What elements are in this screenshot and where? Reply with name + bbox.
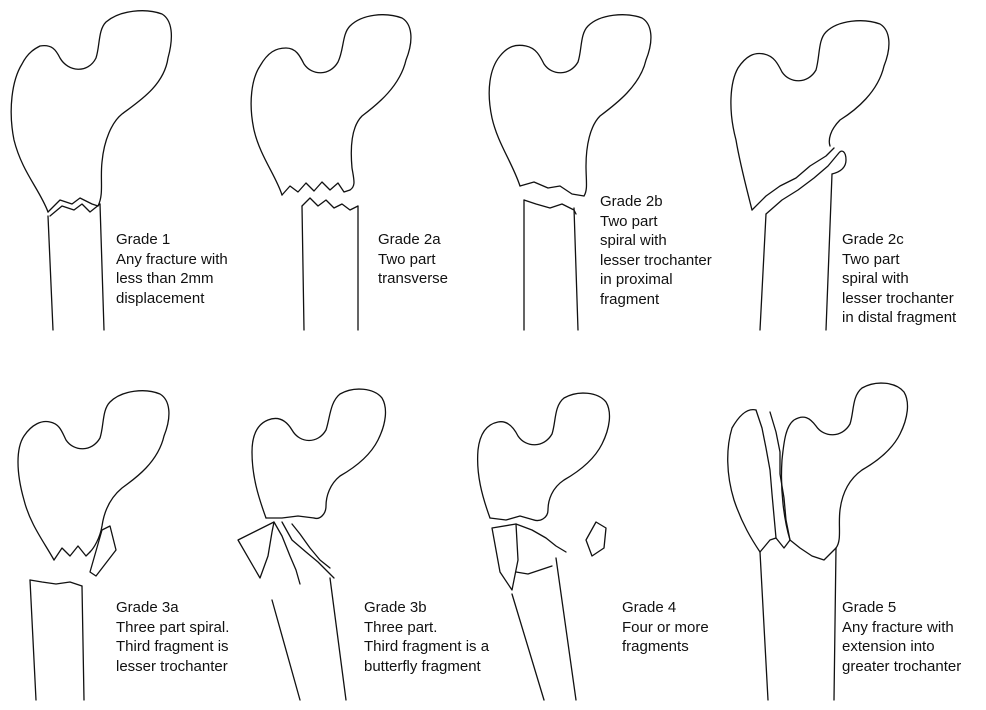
caption-grade-3b: Grade 3b Three part. Third fragment is a… — [364, 598, 489, 676]
femur-grade-4 — [478, 393, 610, 700]
caption-grade-2a-line: Two part — [378, 250, 448, 270]
caption-grade-3a-line: lesser trochanter — [116, 657, 229, 677]
caption-grade-2c: Grade 2c Two part spiral with lesser tro… — [842, 230, 956, 328]
caption-grade-3a-line: Third fragment is — [116, 637, 229, 657]
caption-grade-4: Grade 4 Four or more fragments — [622, 598, 709, 657]
caption-grade-2b: Grade 2b Two part spiral with lesser tro… — [600, 192, 712, 309]
caption-grade-3b-line: Three part. — [364, 618, 489, 638]
caption-grade-5-line: extension into — [842, 637, 961, 657]
caption-grade-3a-title: Grade 3a — [116, 598, 229, 618]
caption-grade-2c-title: Grade 2c — [842, 230, 956, 250]
caption-grade-1: Grade 1 Any fracture with less than 2mm … — [116, 230, 228, 308]
caption-grade-2b-line: Two part — [600, 212, 712, 232]
caption-grade-2b-title: Grade 2b — [600, 192, 712, 212]
caption-grade-1-line: less than 2mm — [116, 269, 228, 289]
caption-grade-4-line: fragments — [622, 637, 709, 657]
caption-grade-3a-line: Three part spiral. — [116, 618, 229, 638]
caption-grade-4-title: Grade 4 — [622, 598, 709, 618]
caption-grade-2a: Grade 2a Two part transverse — [378, 230, 448, 289]
caption-grade-1-title: Grade 1 — [116, 230, 228, 250]
caption-grade-3b-title: Grade 3b — [364, 598, 489, 618]
caption-grade-2b-line: in proximal — [600, 270, 712, 290]
caption-grade-2a-line: transverse — [378, 269, 448, 289]
caption-grade-5: Grade 5 Any fracture with extension into… — [842, 598, 961, 676]
caption-grade-3b-line: butterfly fragment — [364, 657, 489, 677]
caption-grade-2b-line: spiral with — [600, 231, 712, 251]
caption-grade-3b-line: Third fragment is a — [364, 637, 489, 657]
caption-grade-5-line: Any fracture with — [842, 618, 961, 638]
caption-grade-1-line: displacement — [116, 289, 228, 309]
caption-grade-2c-line: in distal fragment — [842, 308, 956, 328]
caption-grade-4-line: Four or more — [622, 618, 709, 638]
caption-grade-5-line: greater trochanter — [842, 657, 961, 677]
caption-grade-2c-line: spiral with — [842, 269, 956, 289]
caption-grade-1-line: Any fracture with — [116, 250, 228, 270]
caption-grade-2c-line: lesser trochanter — [842, 289, 956, 309]
caption-grade-2b-line: fragment — [600, 290, 712, 310]
caption-grade-2c-line: Two part — [842, 250, 956, 270]
caption-grade-3a: Grade 3a Three part spiral. Third fragme… — [116, 598, 229, 676]
caption-grade-5-title: Grade 5 — [842, 598, 961, 618]
caption-grade-2b-line: lesser trochanter — [600, 251, 712, 271]
caption-grade-2a-title: Grade 2a — [378, 230, 448, 250]
